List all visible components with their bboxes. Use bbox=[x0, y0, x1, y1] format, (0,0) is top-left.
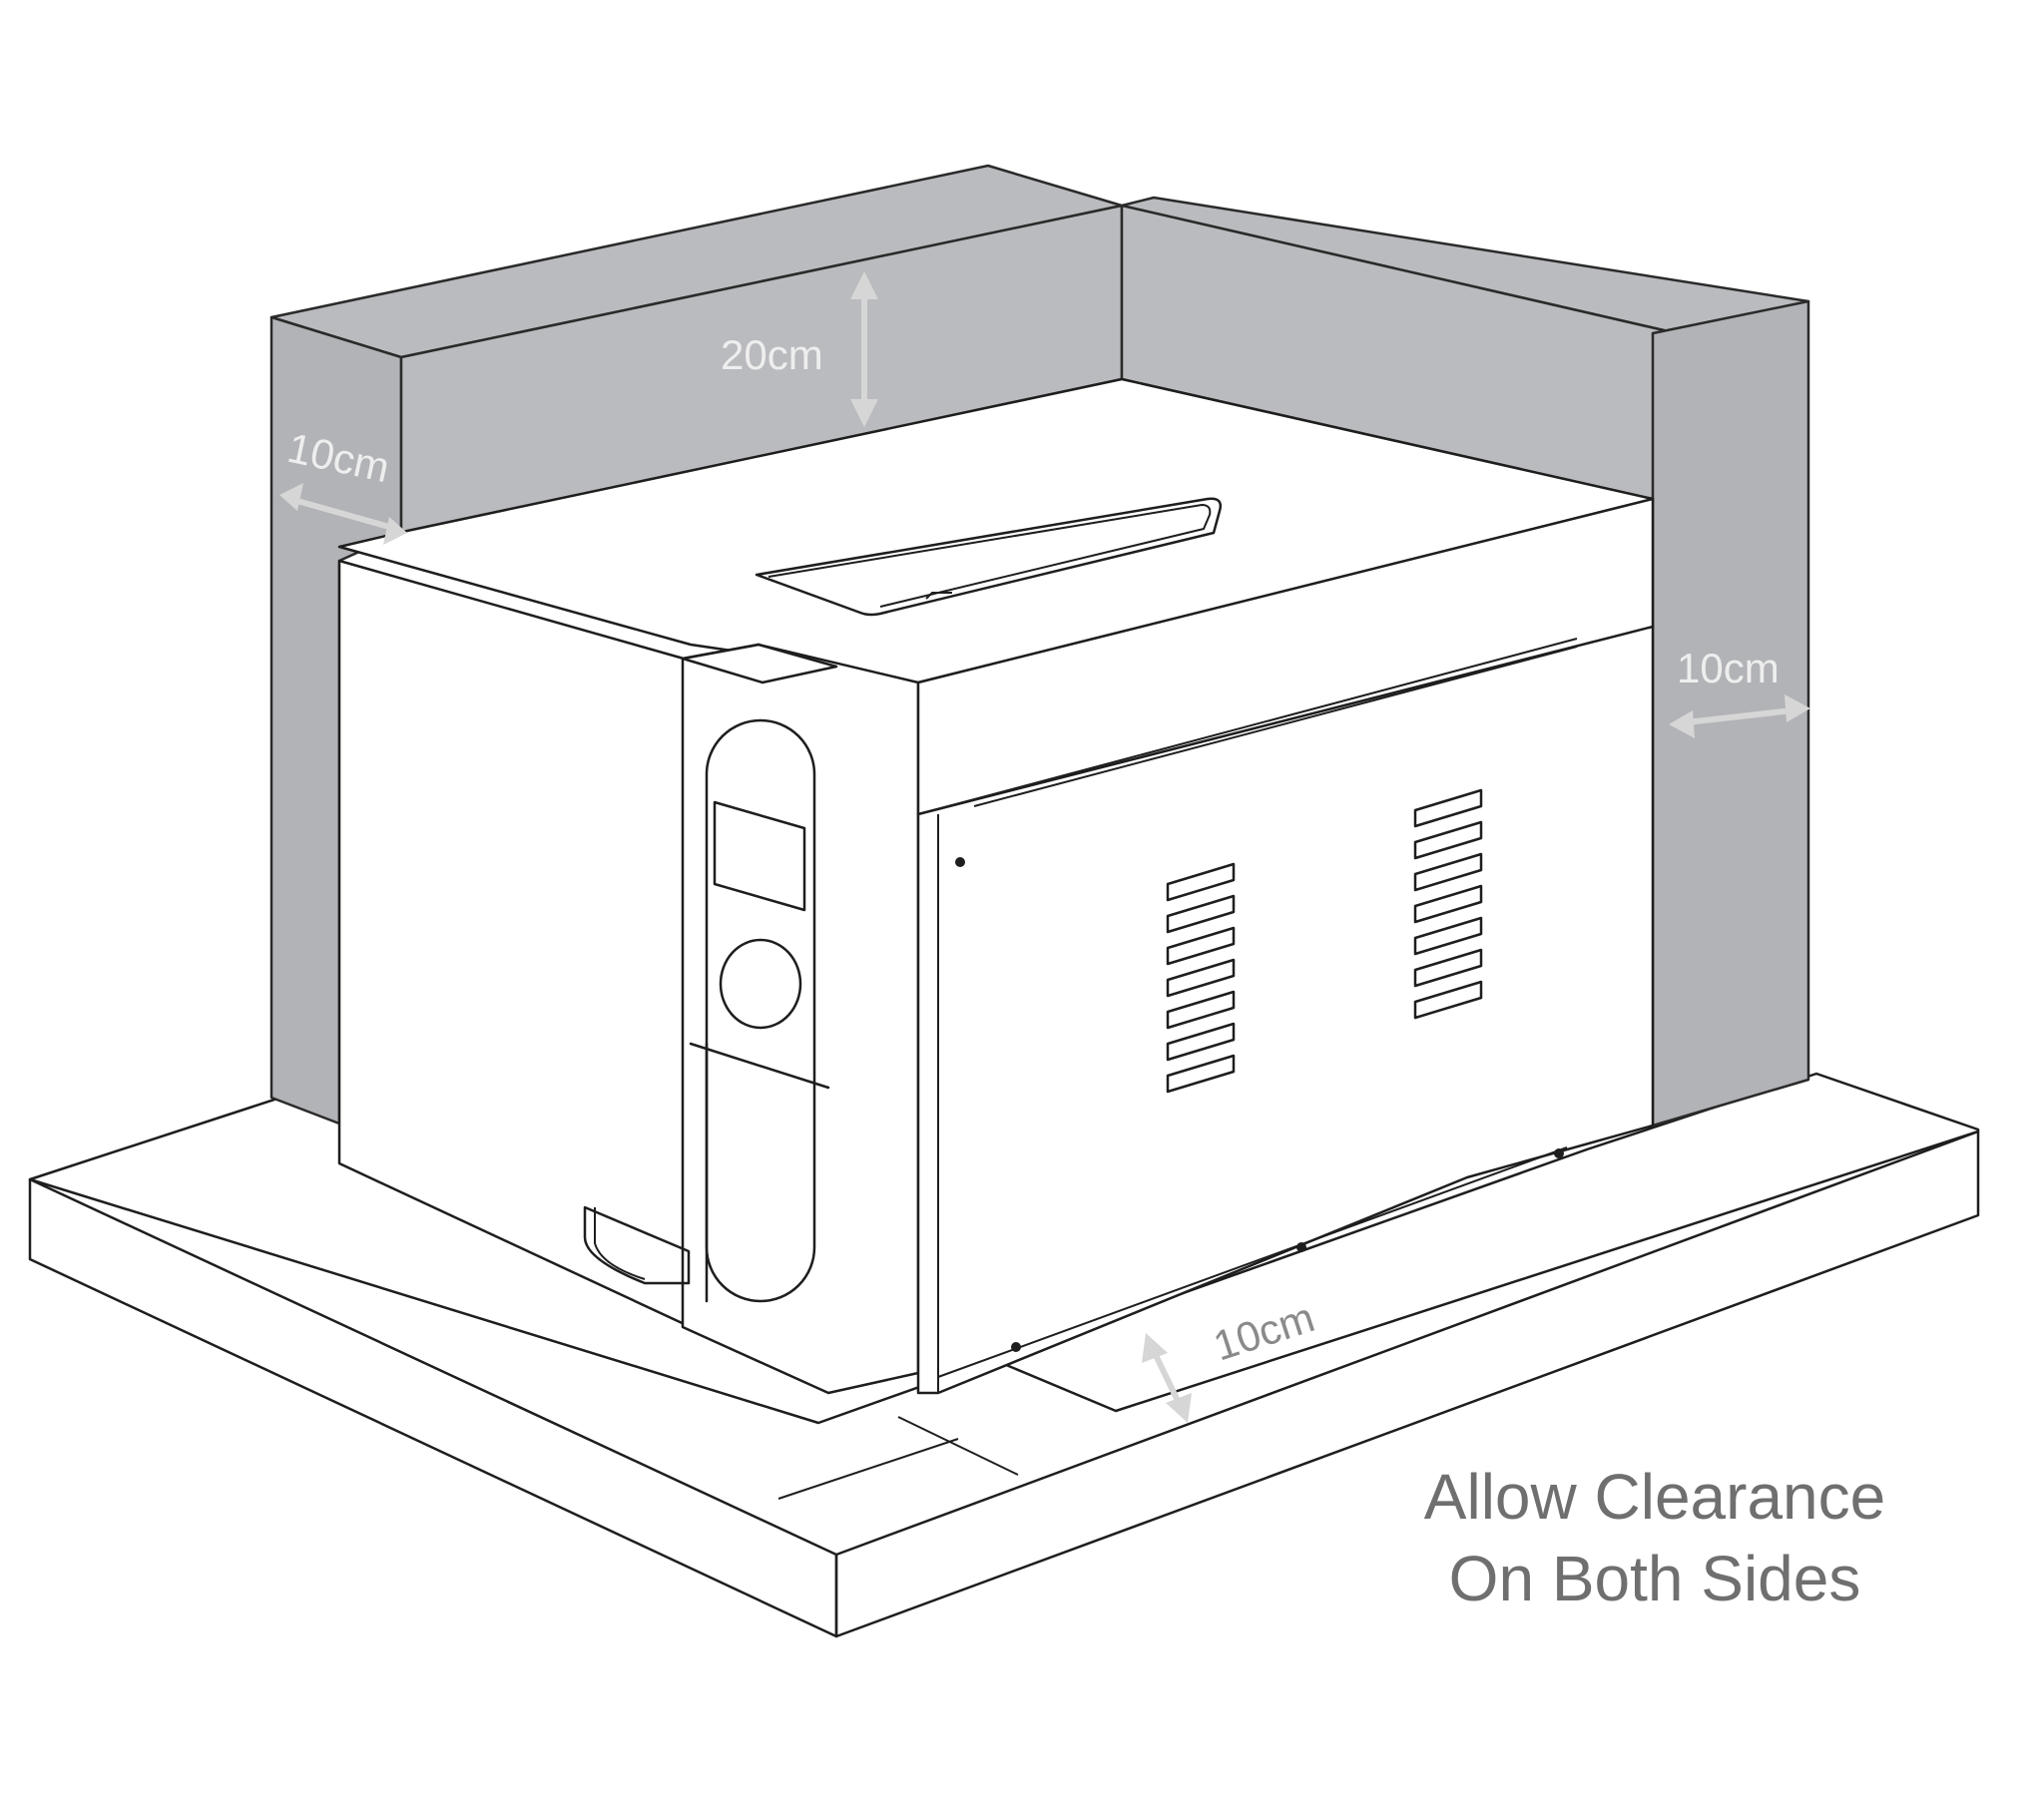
vent-group-right bbox=[1413, 788, 1483, 1020]
caption-line-1: Allow Clearance bbox=[1424, 1461, 1885, 1533]
screw bbox=[1011, 1342, 1021, 1352]
arrow-front bbox=[1142, 1333, 1192, 1423]
vent-group-left bbox=[1166, 862, 1236, 1094]
arrow-right bbox=[1669, 694, 1810, 738]
screw bbox=[1296, 1242, 1306, 1252]
floor-right-face bbox=[834, 1130, 1980, 1638]
arrow-top bbox=[850, 271, 878, 427]
screw bbox=[1554, 1148, 1564, 1158]
autoclave bbox=[337, 377, 1655, 1395]
unit-right-side bbox=[916, 497, 1655, 1395]
display-screen bbox=[713, 800, 806, 912]
arrow-left bbox=[279, 483, 407, 545]
top-clearance-label: 20cm bbox=[721, 331, 823, 378]
caption-line-2: On Both Sides bbox=[1449, 1543, 1861, 1614]
top-lid bbox=[755, 497, 1222, 617]
right-clearance-label: 10cm bbox=[1677, 645, 1780, 691]
screw bbox=[955, 857, 965, 867]
control-panel bbox=[705, 718, 816, 1303]
front-clearance-label: 10cm bbox=[1208, 1293, 1319, 1369]
control-knob bbox=[719, 938, 802, 1030]
unit-left-side bbox=[337, 559, 693, 1329]
tray bbox=[583, 1205, 691, 1285]
